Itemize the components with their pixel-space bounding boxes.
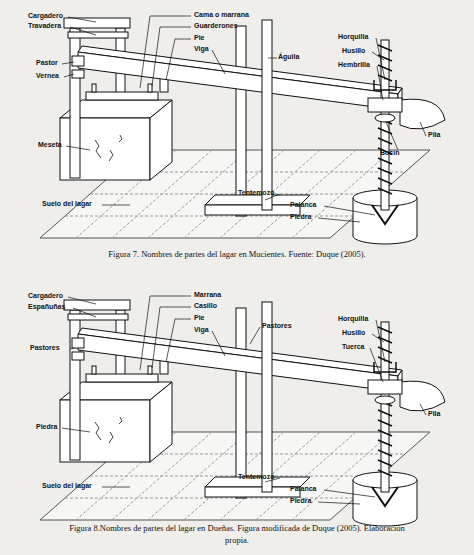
part-label: Vernea bbox=[36, 72, 59, 79]
part-label: Palanca bbox=[290, 201, 316, 208]
leader-lines bbox=[62, 16, 426, 504]
wine-press-drawing bbox=[40, 300, 445, 526]
part-label: Palanca bbox=[290, 485, 316, 492]
part-label: Tentemozo bbox=[238, 189, 274, 196]
part-label: Pila bbox=[428, 410, 440, 417]
part-label: Pastores bbox=[30, 344, 60, 351]
part-label: Tuerca bbox=[342, 343, 364, 350]
part-label: Horquilla bbox=[338, 33, 368, 40]
figure-caption: Figura 7. Nombres de partes del lagar en… bbox=[52, 248, 422, 260]
part-label: Pie bbox=[194, 314, 205, 321]
part-label: Suelo del lagar bbox=[42, 200, 92, 207]
part-label: Piedra bbox=[36, 423, 57, 430]
part-label: Husillo bbox=[342, 329, 365, 336]
part-label: Marrana bbox=[194, 291, 221, 298]
part-label: Bocín bbox=[380, 149, 399, 156]
wine-press-drawing bbox=[40, 18, 445, 244]
part-label: Guarderones bbox=[194, 22, 238, 29]
part-label: Águila bbox=[278, 53, 299, 60]
part-label: Cargadero bbox=[28, 12, 63, 19]
figure-caption: Figura 8.Nombres de partes del lagar en … bbox=[65, 522, 410, 546]
part-label: Viga bbox=[194, 326, 209, 333]
part-label: Meseta bbox=[38, 141, 62, 148]
part-label: Husillo bbox=[342, 47, 365, 54]
part-label: Cargadero bbox=[28, 292, 63, 299]
part-label: Pastor bbox=[36, 59, 58, 66]
part-label: Piedra bbox=[290, 497, 311, 504]
part-label: Pastores bbox=[262, 322, 292, 329]
part-label: Travadera bbox=[28, 22, 61, 29]
part-label: Viga bbox=[194, 45, 209, 52]
part-label: Cama o marrana bbox=[194, 11, 249, 18]
part-label: Hembrilla bbox=[338, 61, 370, 68]
part-label: Pila bbox=[428, 131, 440, 138]
part-label: Horquilla bbox=[338, 315, 368, 322]
part-label: Suelo del lagar bbox=[42, 482, 92, 489]
part-label: Españuñas bbox=[28, 303, 65, 310]
part-label: Tentemozo bbox=[238, 473, 274, 480]
part-label: Piedra bbox=[290, 213, 311, 220]
part-label: Casillo bbox=[194, 302, 217, 309]
part-label: Pie bbox=[194, 34, 205, 41]
